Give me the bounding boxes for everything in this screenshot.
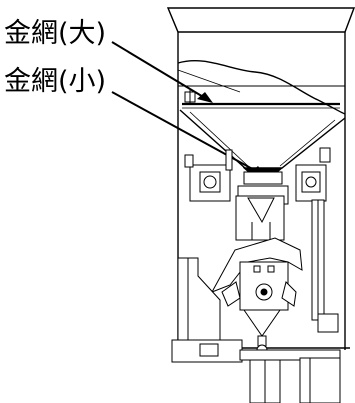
label-mesh-small: 金網(小)	[4, 66, 106, 97]
leader-line-large	[111, 41, 206, 99]
right-bracket	[295, 147, 331, 202]
central-column	[235, 171, 289, 241]
left-bracket	[184, 149, 233, 202]
right-rail	[311, 199, 339, 333]
label-mesh-large: 金網(大)	[4, 18, 106, 49]
housing-roof	[166, 7, 355, 33]
cutaway-edge	[177, 59, 346, 115]
side-arms	[221, 281, 297, 307]
lower-left-box	[177, 257, 221, 341]
bottom-assembly	[171, 339, 341, 403]
shutter-mechanism	[210, 237, 303, 356]
arrowhead-large	[197, 92, 213, 103]
